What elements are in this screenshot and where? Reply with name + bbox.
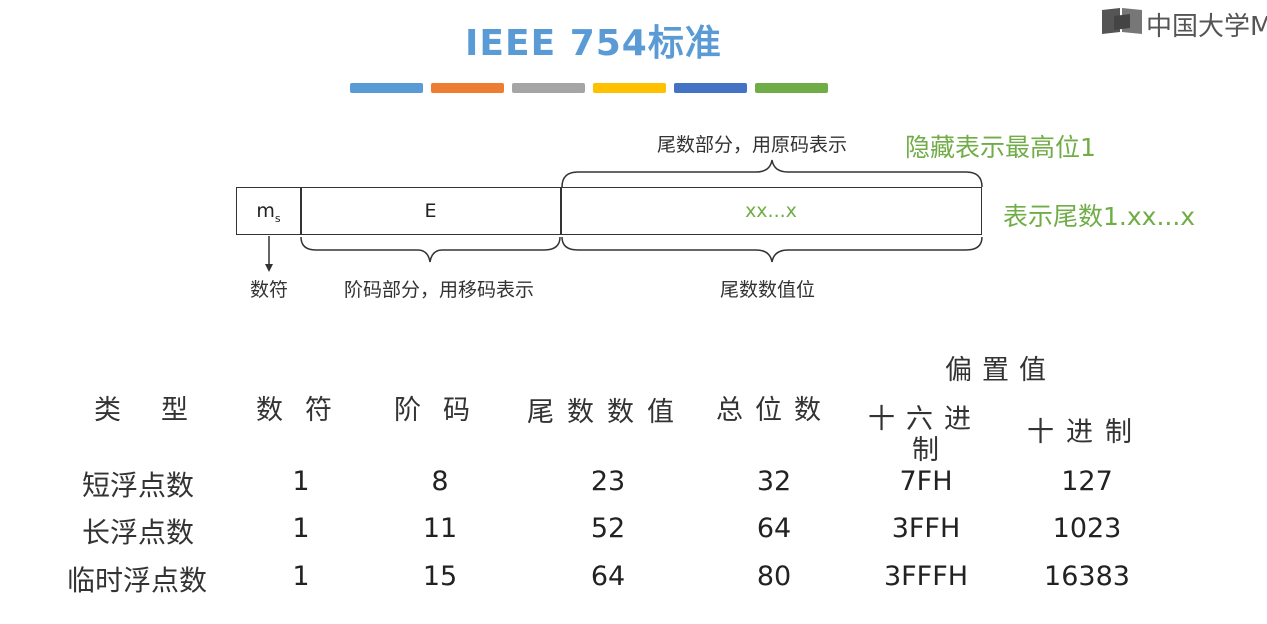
mantissa-cell: xx...x [745,200,797,222]
cell-hex: 3FFH [891,513,961,544]
sign-arrow-head [265,264,273,272]
cell-dec: 16383 [1044,561,1130,592]
header-dec: 十进制 [1027,417,1144,448]
sign-cell: ms [237,188,300,234]
hidden-bit-note: 隐藏表示最高位1 [905,133,1096,162]
row-type-label: 短浮点数 [82,469,195,502]
exponent-cell: E [424,200,437,222]
sign-cell-sub: s [274,211,281,225]
mantissa-note: 表示尾数1.xx...x [1003,202,1196,231]
cell-mantissa: 23 [590,466,626,497]
color-bar [512,83,585,93]
header-mantissa: 尾数数值 [527,397,687,428]
mantissa-label: 尾数数值位 [720,279,816,301]
cell-sign: 1 [292,466,310,497]
mantissa-brace [561,236,983,263]
color-bar [593,83,666,93]
cell-dec: 127 [1061,466,1113,497]
cell-exp: 11 [422,513,458,544]
cell-divider [560,188,562,234]
row-type-label: 临时浮点数 [67,564,208,597]
cell-exp: 8 [431,466,449,497]
header-hex-2: 制 [912,435,961,466]
cell-total: 64 [756,513,792,544]
sign-cell-text: m [256,200,275,222]
color-bar [431,83,504,93]
color-bar [755,83,828,93]
header-hex: 十六进 [868,404,982,435]
cell-total: 32 [756,466,792,497]
brace-layer [265,159,983,272]
slide-title: IEEE 754标准 [465,23,722,64]
header-sign: 数符 [256,395,354,426]
cell-total: 80 [756,561,792,592]
color-bar [350,83,423,93]
cell-hex: 7FH [899,466,953,497]
cell-sign: 1 [292,561,310,592]
color-bar [674,83,747,93]
cell-divider [300,188,302,234]
header-bias: 偏置值 [945,355,1056,386]
header-total: 总位数 [716,395,833,426]
cell-mantissa: 52 [590,513,626,544]
cell-sign: 1 [292,513,310,544]
exponent-brace [300,236,561,263]
cell-hex: 3FFFH [883,561,969,592]
sign-label: 数符 [250,279,289,301]
cell-dec: 1023 [1052,513,1122,544]
mooc-book-icon [1102,8,1142,34]
header-exp: 阶码 [394,395,492,426]
row-type-label: 长浮点数 [82,516,195,549]
cell-mantissa: 64 [590,561,626,592]
top-brace [561,159,983,188]
logo-text: 中国大学M [1146,12,1267,42]
float-format-register: ms E xx...x [236,187,982,235]
mantissa-top-label: 尾数部分，用原码表示 [657,134,848,156]
cell-exp: 15 [422,561,458,592]
header-type: 类型 [94,395,228,426]
exponent-label: 阶码部分，用移码表示 [344,279,535,301]
